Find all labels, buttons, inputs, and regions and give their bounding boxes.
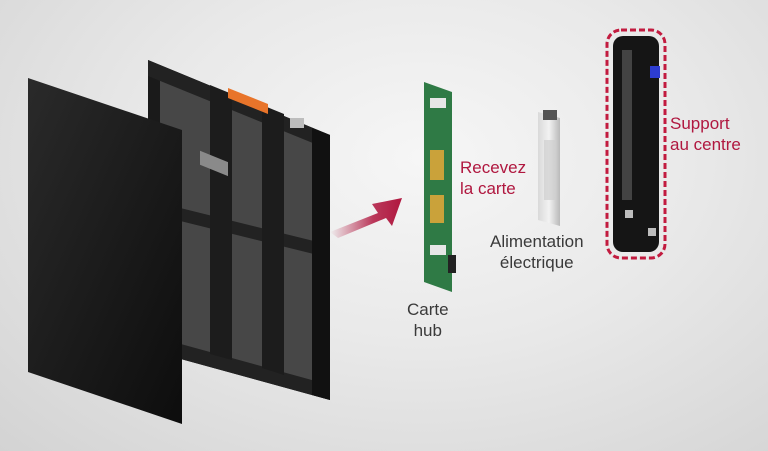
hub-card-board xyxy=(424,82,456,292)
power-supply-label-line1: Alimentation xyxy=(490,232,584,251)
receiver-card-label: Recevez la carte xyxy=(460,157,526,199)
cabinet-frame xyxy=(148,60,330,400)
center-support-label-line1: Support xyxy=(670,114,730,133)
center-support-bar xyxy=(605,28,667,260)
receiver-card-label-line2: la carte xyxy=(460,179,516,198)
hub-card-label: Carte hub xyxy=(407,299,449,341)
power-supply-label: Alimentation électrique xyxy=(490,231,584,273)
handle-orange-icon xyxy=(228,88,268,114)
power-supply-unit xyxy=(538,110,560,226)
receiver-card-label-line1: Recevez xyxy=(460,158,527,177)
center-support-label: Support au centre xyxy=(670,113,741,155)
power-supply-label-line2: électrique xyxy=(499,253,574,272)
led-panel xyxy=(28,78,182,424)
exploded-view-arrow-icon xyxy=(330,198,402,238)
hub-card-label-line1: Carte xyxy=(407,300,449,319)
hub-card-label-line2: hub xyxy=(413,321,442,340)
center-support-label-line2: au centre xyxy=(670,135,741,154)
